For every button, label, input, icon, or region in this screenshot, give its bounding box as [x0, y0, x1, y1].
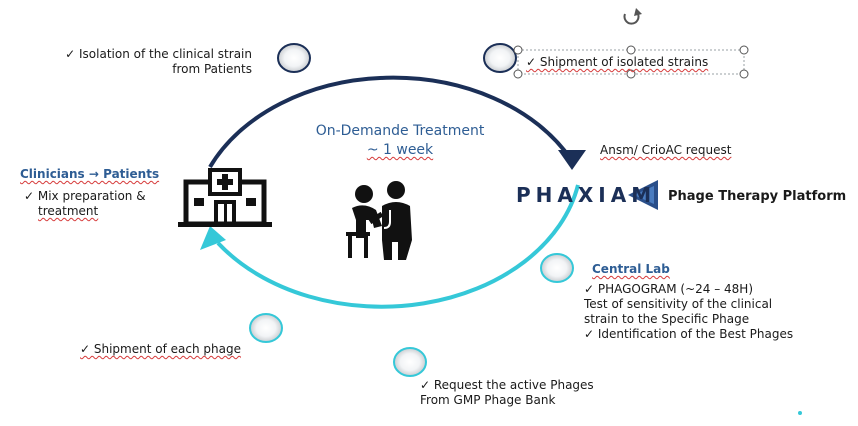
center-title-line1: On-Demande Treatment [315, 123, 485, 139]
node-shipment-each [249, 313, 283, 343]
center-title-line2: ~ 1 week [366, 142, 434, 158]
clinicians-line1: ✓ Mix preparation & [24, 189, 146, 203]
node-shipment-isolated [483, 43, 517, 73]
request-step: ✓ Request the active Phages From GMP Pha… [420, 378, 594, 408]
arc-cyan [216, 184, 580, 309]
shipment-isolated-step[interactable]: ✓ Shipment of isolated strains [526, 55, 709, 69]
node-isolation [277, 43, 311, 73]
request-line2: From GMP Phage Bank [420, 393, 556, 407]
arrowhead-cyan [200, 226, 226, 250]
center-title: On-Demande Treatment ~ 1 week [290, 122, 510, 160]
phaxiam-logo: PHAXIAM [516, 183, 657, 207]
clinicians-line2: treatment [38, 204, 99, 218]
platform-label: Phage Therapy Platform [668, 189, 847, 204]
node-central-lab [540, 253, 574, 283]
decor-dot [798, 411, 802, 415]
rotate-handle-icon[interactable] [623, 8, 643, 25]
doctor-patient-icon [346, 181, 412, 260]
request-line1: ✓ Request the active Phages [420, 378, 594, 392]
ansm-request: Ansm/ CrioAC request [600, 143, 732, 157]
arrowhead-navy [558, 150, 586, 170]
central-lab-line1: ✓ PHAGOGRAM (~24 – 48H) [584, 282, 754, 296]
hospital-icon [178, 168, 272, 227]
isolation-step: ✓ Isolation of the clinical strain from … [40, 47, 252, 77]
shipment-each-step: ✓ Shipment of each phage [80, 342, 241, 356]
central-lab-line3: strain to the Specific Phage [584, 312, 750, 326]
central-lab-line4: ✓ Identification of the Best Phages [584, 327, 794, 341]
clinicians-details: ✓ Mix preparation & treatment [24, 189, 146, 219]
isolation-line2: from Patients [172, 62, 252, 76]
node-request [393, 347, 427, 377]
central-lab-line2: Test of sensitivity of the clinical [584, 297, 773, 311]
central-lab-title: Central Lab [592, 262, 670, 276]
isolation-line1: ✓ Isolation of the clinical strain [65, 47, 252, 61]
clinicians-title: Clinicians → Patients [20, 167, 160, 181]
central-lab-details: ✓ PHAGOGRAM (~24 – 48H) Test of sensitiv… [584, 282, 793, 342]
selection-frame [513, 45, 749, 79]
arc-navy [208, 75, 572, 169]
